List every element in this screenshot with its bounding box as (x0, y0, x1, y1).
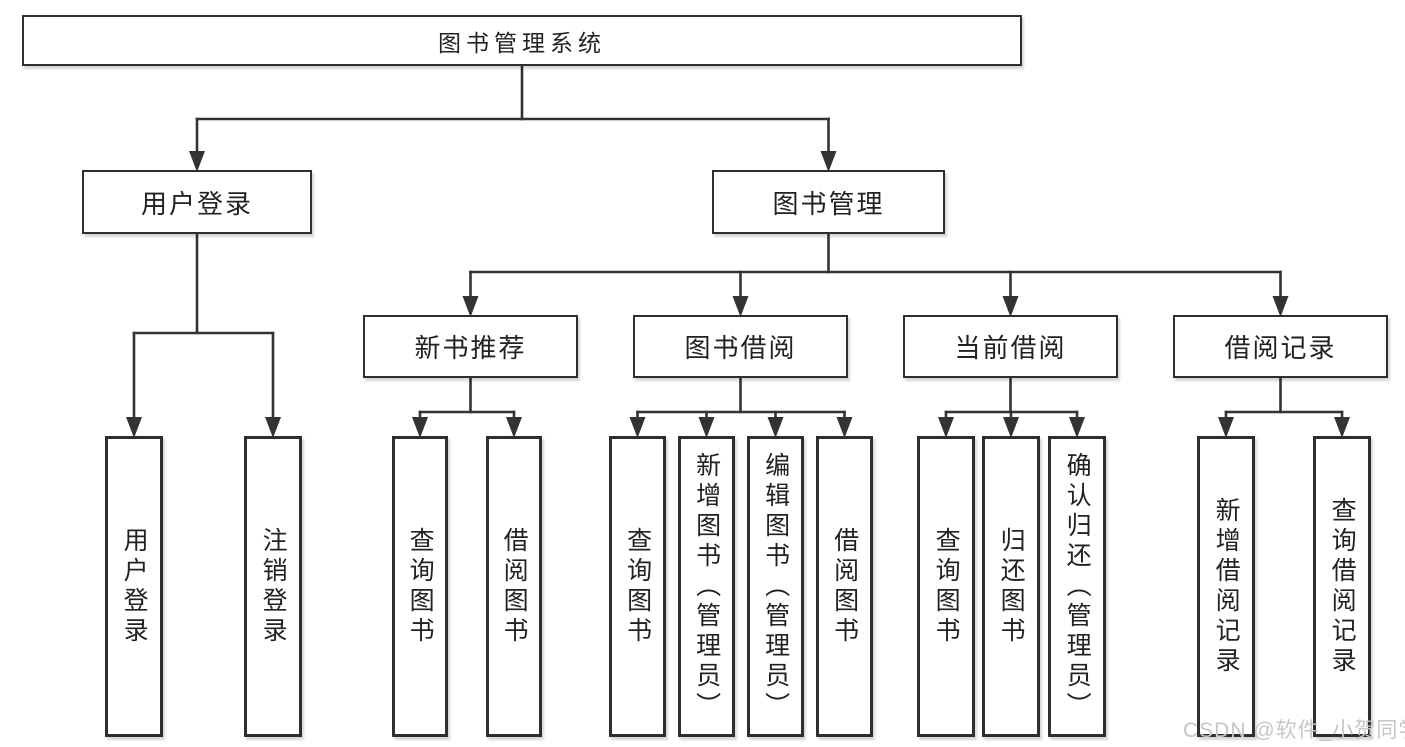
arrowhead-rec-borrow-books (506, 417, 522, 438)
arrowhead-bb-add-books (698, 417, 715, 438)
node-user-login: 用户登录 (82, 170, 312, 234)
node-label-bb-add-books: 新增图书（管理员） (692, 451, 721, 722)
node-leaf-logout: 注销登录 (244, 436, 302, 737)
node-label-cb-query-books: 查询图书 (932, 526, 961, 647)
node-root: 图书管理系统 (22, 15, 1022, 66)
node-bb-query-books: 查询图书 (609, 436, 666, 737)
node-label-book-mgmt: 图书管理 (772, 188, 885, 219)
arrowhead-bb-query-books (629, 417, 646, 438)
node-cb-return-books: 归还图书 (982, 436, 1040, 737)
node-current-borrow: 当前借阅 (903, 315, 1118, 378)
arrowhead-borrow-records (1272, 296, 1289, 317)
arrowhead-book-mgmt (820, 151, 837, 172)
node-new-book-rec: 新书推荐 (363, 315, 578, 378)
node-cb-query-books: 查询图书 (917, 436, 975, 737)
node-label-root: 图书管理系统 (438, 29, 606, 56)
arrowhead-current-borrow (1002, 296, 1019, 317)
node-book-mgmt: 图书管理 (712, 170, 945, 234)
node-label-current-borrow: 当前借阅 (954, 333, 1067, 363)
node-label-bb-borrow-books: 借阅图书 (830, 526, 859, 647)
node-bb-edit-books: 编辑图书（管理员） (747, 436, 804, 737)
node-label-rec-borrow-books: 借阅图书 (500, 526, 529, 647)
arrowhead-user-login (189, 151, 205, 172)
node-label-br-add-record: 新增借阅记录 (1212, 496, 1241, 677)
arrowhead-bb-edit-books (767, 417, 784, 438)
arrowhead-cb-query-books (938, 417, 954, 438)
node-label-bb-edit-books: 编辑图书（管理员） (761, 451, 790, 722)
node-label-borrow-records: 借阅记录 (1224, 333, 1337, 363)
node-bb-add-books: 新增图书（管理员） (678, 436, 735, 737)
node-bb-borrow-books: 借阅图书 (816, 436, 873, 737)
arrowhead-leaf-logout (265, 417, 281, 438)
node-cb-confirm-return: 确认归还（管理员） (1048, 436, 1106, 737)
node-label-leaf-logout: 注销登录 (259, 526, 288, 647)
arrowhead-leaf-user-login (126, 417, 142, 438)
arrowhead-br-query-record (1334, 417, 1350, 438)
watermark: CSDN @软件_小贺同学 (1183, 719, 1405, 742)
node-br-add-record: 新增借阅记录 (1197, 436, 1255, 737)
node-book-borrow: 图书借阅 (633, 315, 848, 378)
node-rec-query-books: 查询图书 (392, 436, 448, 737)
node-label-bb-query-books: 查询图书 (623, 526, 652, 647)
node-label-rec-query-books: 查询图书 (406, 526, 435, 647)
arrowhead-book-borrow (732, 296, 749, 317)
node-label-cb-return-books: 归还图书 (997, 526, 1026, 647)
node-label-cb-confirm-return: 确认归还（管理员） (1063, 451, 1092, 722)
arrowhead-rec-query-books (412, 417, 428, 438)
arrowhead-cb-confirm-return (1069, 417, 1085, 438)
arrowhead-new-book-rec (462, 296, 479, 317)
arrowhead-cb-return-books (1003, 417, 1019, 438)
node-label-br-query-record: 查询借阅记录 (1328, 496, 1357, 677)
node-label-user-login: 用户登录 (140, 188, 253, 219)
arrowhead-br-add-record (1218, 417, 1234, 438)
arrowhead-bb-borrow-books (836, 417, 853, 438)
node-label-new-book-rec: 新书推荐 (414, 333, 527, 363)
node-borrow-records: 借阅记录 (1173, 315, 1388, 378)
node-rec-borrow-books: 借阅图书 (486, 436, 542, 737)
node-br-query-record: 查询借阅记录 (1313, 436, 1371, 737)
node-label-leaf-user-login: 用户登录 (120, 526, 149, 647)
node-leaf-user-login: 用户登录 (105, 436, 163, 737)
node-label-book-borrow: 图书借阅 (684, 333, 797, 363)
